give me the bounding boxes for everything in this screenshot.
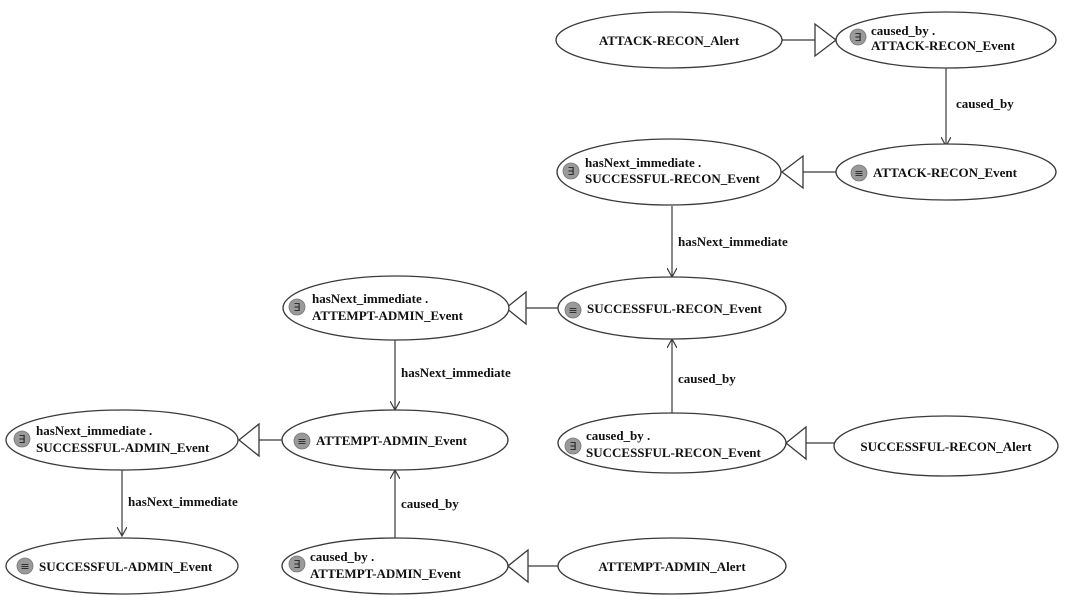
node-attempt-admin-alert[interactable]: ATTEMPT-ADMIN_Alert [557, 537, 787, 595]
node-label-line2: ATTEMPT-ADMIN_Event [312, 308, 464, 323]
svg-text:∃: ∃ [294, 558, 301, 571]
svg-text:≡: ≡ [568, 304, 577, 317]
subsumption-triangle [504, 290, 527, 326]
exists-icon: ∃ [13, 430, 31, 448]
equiv-icon: ≡ [564, 301, 582, 319]
node-has-next-attempt-admin-event[interactable]: ∃ hasNext_immediate . ATTEMPT-ADMIN_Even… [282, 275, 510, 341]
node-successful-recon-event[interactable]: ≡ SUCCESSFUL-RECON_Event [557, 276, 787, 340]
edge-label: caused_by [956, 96, 1014, 111]
node-caused-by-successful-recon-event[interactable]: ∃ caused_by . SUCCESSFUL-RECON_Event [557, 412, 787, 474]
node-attack-recon-event[interactable]: ≡ ATTACK-RECON_Event [835, 143, 1057, 201]
node-label: ATTACK-RECON_Event [873, 165, 1018, 180]
edge-has-next-2: hasNext_immediate [395, 340, 511, 410]
subsumption-triangle [780, 154, 804, 190]
node-successful-admin-event[interactable]: ≡ SUCCESSFUL-ADMIN_Event [5, 537, 239, 595]
subsumption-triangle [506, 548, 529, 584]
edge-label: hasNext_immediate [401, 365, 511, 380]
svg-text:∃: ∃ [294, 301, 301, 314]
svg-text:∃: ∃ [570, 440, 577, 453]
node-label-line2: ATTACK-RECON_Event [871, 38, 1016, 53]
equiv-icon: ≡ [293, 432, 311, 450]
node-caused-by-attempt-admin-event[interactable]: ∃ caused_by . ATTEMPT-ADMIN_Event [281, 537, 509, 595]
edge-has-next-1: hasNext_immediate [672, 206, 788, 277]
node-caused-by-attack-recon-event[interactable]: ∃ caused_by . ATTACK-RECON_Event [835, 11, 1057, 69]
node-label-line1: hasNext_immediate . [312, 291, 428, 306]
svg-text:≡: ≡ [297, 435, 306, 448]
node-label: ATTACK-RECON_Alert [599, 33, 740, 48]
svg-text:∃: ∃ [568, 165, 575, 178]
subsumption-successful-recon-alert [784, 425, 834, 461]
edge-label: hasNext_immediate [128, 494, 238, 509]
node-label: ATTEMPT-ADMIN_Alert [598, 559, 746, 574]
subsumption-triangle [237, 422, 260, 458]
equiv-icon: ≡ [850, 164, 868, 182]
exists-icon: ∃ [562, 162, 580, 180]
node-has-next-successful-admin-event[interactable]: ∃ hasNext_immediate . SUCCESSFUL-ADMIN_E… [5, 409, 239, 471]
edge-caused-by-2: caused_by [672, 339, 736, 414]
edge-label: caused_by [401, 496, 459, 511]
node-label-line1: hasNext_immediate . [585, 155, 701, 170]
subsumption-attempt-admin-event [237, 422, 282, 458]
exists-icon: ∃ [288, 298, 306, 316]
node-label: SUCCESSFUL-RECON_Event [587, 301, 762, 316]
svg-text:≡: ≡ [854, 167, 863, 180]
node-label-line2: ATTEMPT-ADMIN_Event [310, 566, 462, 581]
node-has-next-successful-recon-event[interactable]: ∃ hasNext_immediate . SUCCESSFUL-RECON_E… [556, 138, 782, 206]
node-label-line2: SUCCESSFUL-ADMIN_Event [36, 440, 210, 455]
subsumption-attempt-admin-alert [506, 548, 558, 584]
node-label: SUCCESSFUL-RECON_Alert [860, 439, 1032, 454]
node-label-line1: caused_by . [310, 549, 374, 564]
node-label: SUCCESSFUL-ADMIN_Event [39, 559, 213, 574]
node-label-line1: hasNext_immediate . [36, 423, 152, 438]
exists-icon: ∃ [564, 437, 582, 455]
svg-text:∃: ∃ [19, 433, 26, 446]
edge-label: hasNext_immediate [678, 234, 788, 249]
svg-text:∃: ∃ [855, 31, 862, 44]
svg-text:≡: ≡ [20, 560, 29, 573]
node-label-line2: SUCCESSFUL-RECON_Event [586, 445, 761, 460]
exists-icon: ∃ [288, 555, 306, 573]
subsumption-triangle [814, 22, 838, 58]
node-label-line1: caused_by . [586, 428, 650, 443]
node-attack-recon-alert[interactable]: ATTACK-RECON_Alert [555, 11, 783, 69]
node-label: ATTEMPT-ADMIN_Event [316, 433, 468, 448]
node-attempt-admin-event[interactable]: ≡ ATTEMPT-ADMIN_Event [281, 409, 509, 471]
node-successful-recon-alert[interactable]: SUCCESSFUL-RECON_Alert [833, 415, 1059, 477]
equiv-icon: ≡ [16, 557, 34, 575]
edge-caused-by-3: caused_by [395, 470, 459, 538]
edge-label: caused_by [678, 371, 736, 386]
edge-has-next-3: hasNext_immediate [122, 468, 238, 536]
subsumption-triangle [784, 425, 807, 461]
edge-caused-by-1: caused_by [946, 67, 1014, 146]
exists-icon: ∃ [849, 28, 867, 46]
node-label-line2: SUCCESSFUL-RECON_Event [585, 171, 760, 186]
node-label-line1: caused_by . [871, 23, 935, 38]
subsumption-successful-recon-event [504, 290, 558, 326]
subsumption-attack-recon-event [780, 154, 836, 190]
subsumption-attack-recon-alert [782, 22, 838, 58]
